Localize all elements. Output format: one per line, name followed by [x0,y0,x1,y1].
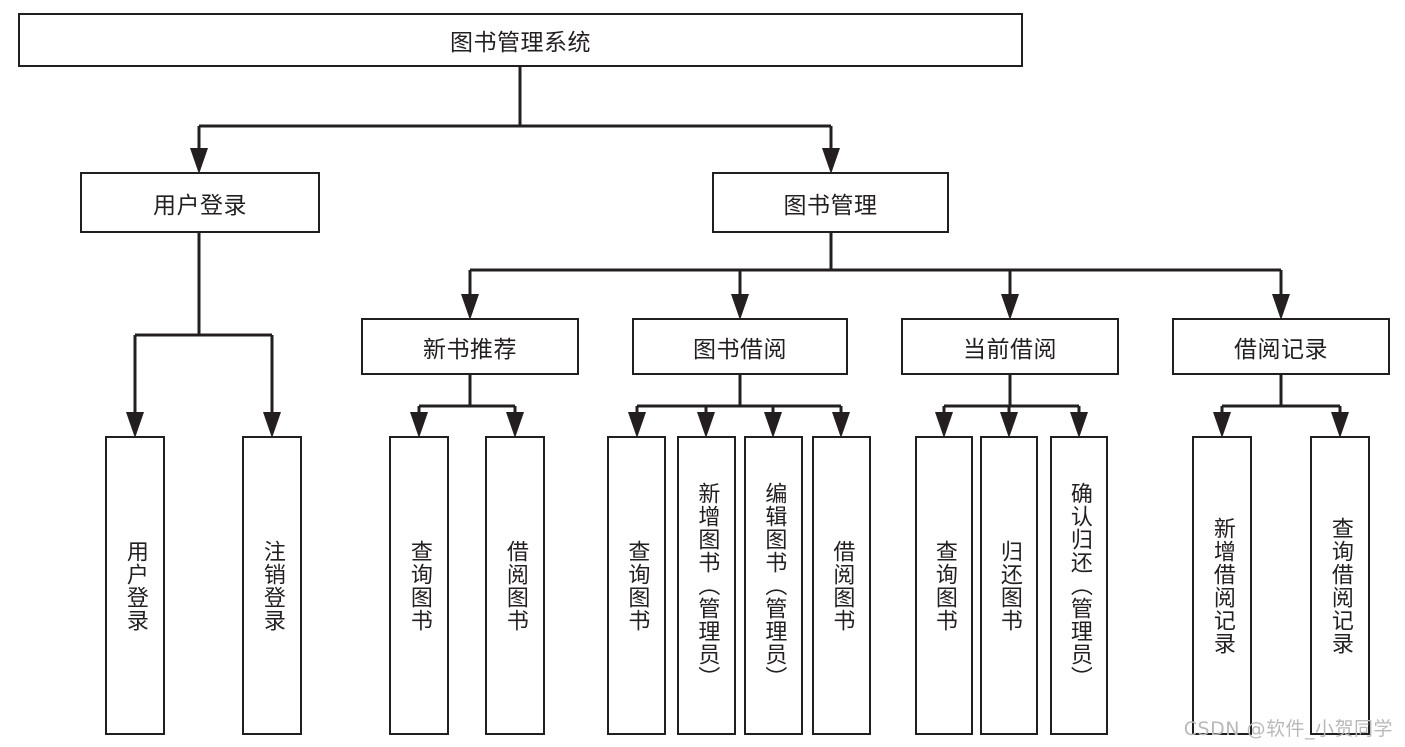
leaf-user-login-logout[interactable]: 注销登录 [242,436,302,735]
node-label: 图书借阅 [693,336,787,363]
leaf-current-borrow-confirm-return-admin[interactable]: 确认归还（管理员） [1050,436,1108,735]
node-user-login[interactable]: 用户登录 [80,172,320,233]
leaf-user-login-login[interactable]: 用户登录 [105,436,165,735]
leaf-book-borrow-borrow-book[interactable]: 借阅图书 [812,436,871,735]
node-label: 新增借阅记录 [1209,516,1235,655]
leaf-book-borrow-add-book-admin[interactable]: 新增图书（管理员） [677,436,736,735]
leaf-current-borrow-query-book[interactable]: 查询图书 [915,436,973,735]
node-label: 当前借阅 [963,336,1057,363]
node-label: 用户登录 [153,192,247,219]
node-label: 查询借阅记录 [1327,516,1353,655]
leaf-book-borrow-query-book[interactable]: 查询图书 [607,436,666,735]
node-label: 查询图书 [406,539,432,632]
node-label: 查询图书 [624,539,650,632]
leaf-new-book-borrow-book[interactable]: 借阅图书 [485,436,545,735]
leaf-book-borrow-edit-book-admin[interactable]: 编辑图书（管理员） [744,436,803,735]
leaf-current-borrow-return-book[interactable]: 归还图书 [980,436,1038,735]
node-label: 图书管理系统 [450,30,591,56]
leaf-borrow-record-add-record[interactable]: 新增借阅记录 [1192,436,1252,735]
node-book-management[interactable]: 图书管理 [712,172,949,233]
node-label: 编辑图书（管理员） [761,482,787,689]
watermark: CSDN @软件_小贺同学 [1183,718,1393,740]
node-label: 借阅图书 [829,539,855,632]
node-label: 归还图书 [996,539,1022,632]
node-borrow-record[interactable]: 借阅记录 [1172,318,1390,375]
node-book-borrow[interactable]: 图书借阅 [632,318,848,375]
node-label: 查询图书 [931,539,957,632]
node-current-borrow[interactable]: 当前借阅 [901,318,1119,375]
leaf-borrow-record-query-record[interactable]: 查询借阅记录 [1310,436,1370,735]
node-label: 确认归还（管理员） [1066,482,1092,689]
node-label: 借阅图书 [502,539,528,632]
node-label: 用户登录 [122,539,148,632]
node-root-book-management-system[interactable]: 图书管理系统 [18,13,1023,67]
node-new-book-recommend[interactable]: 新书推荐 [361,318,579,375]
node-label: 新增图书（管理员） [694,482,720,689]
leaf-new-book-query-book[interactable]: 查询图书 [389,436,449,735]
node-label: 注销登录 [259,539,285,632]
node-label: 新书推荐 [423,336,517,363]
node-label: 借阅记录 [1234,336,1328,363]
node-label: 图书管理 [783,192,878,219]
